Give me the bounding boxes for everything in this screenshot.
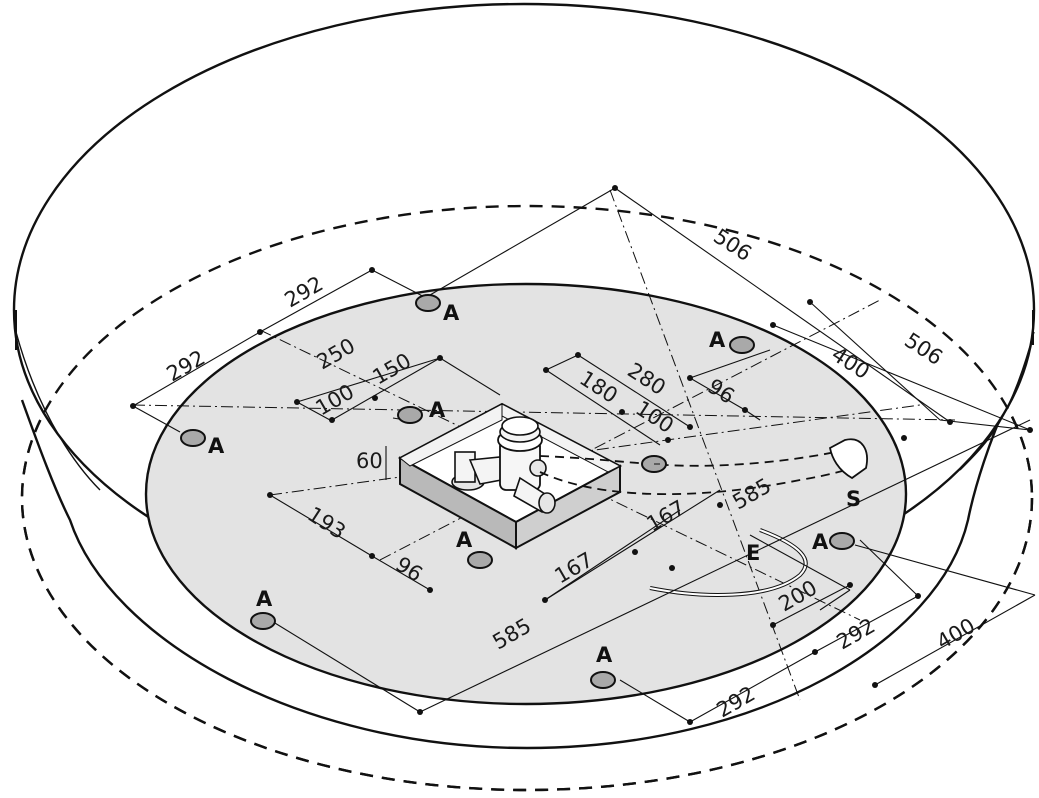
anchor-label: A (596, 643, 613, 667)
dimension-points (130, 185, 1033, 725)
dim-60: 60 (356, 449, 383, 473)
extension-lines (132, 269, 1036, 723)
anchor-point (250, 612, 276, 630)
anchor-label: A (812, 530, 829, 554)
anchor-label: A (709, 328, 726, 352)
tub-rim-inner-line (15, 331, 1035, 491)
anchor-points (180, 294, 855, 689)
anchor-point (180, 429, 206, 447)
anchor-label: A (256, 587, 273, 611)
anchor-point (397, 406, 423, 424)
anchor-point (467, 551, 493, 569)
tub-rim-thickness (15, 310, 1034, 350)
anchor-label: A (456, 528, 473, 552)
drain-label: E (746, 541, 760, 565)
outer-dashed-boundary (20, 204, 1034, 792)
anchor-point (415, 294, 441, 312)
point-labels: A A A A A A A A S E (208, 301, 861, 667)
tub-wall-outline (20, 399, 1010, 750)
anchor-label: A (208, 434, 225, 458)
drain-valve-assembly (451, 416, 556, 514)
dimension-lines (132, 187, 1036, 723)
hose-routing (539, 438, 868, 597)
anchor-point (590, 671, 616, 689)
anchor-label: A (429, 398, 446, 422)
anchor-label: A (443, 301, 460, 325)
anchor-point (829, 532, 855, 550)
supply-label: S (846, 487, 861, 511)
anchor-point (729, 336, 755, 354)
